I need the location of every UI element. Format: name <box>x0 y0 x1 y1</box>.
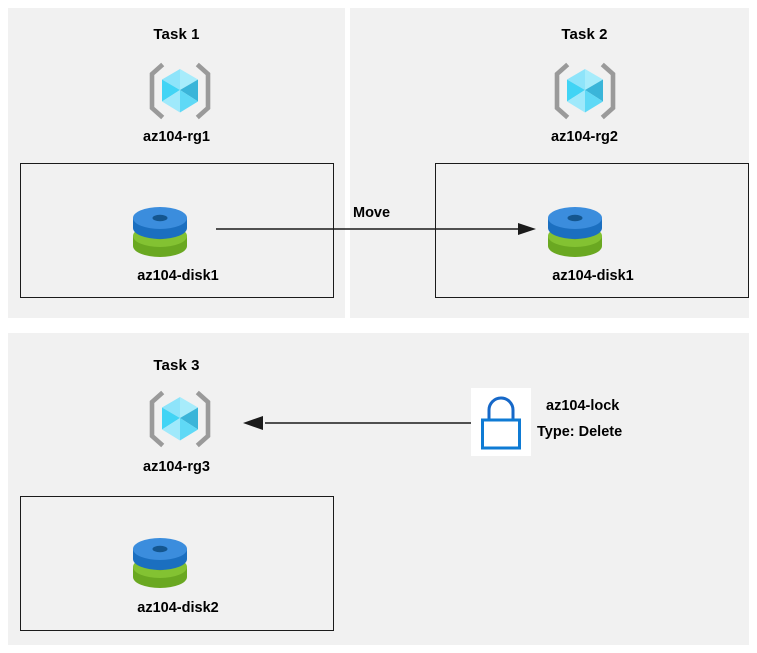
task-3-title: Task 3 <box>153 357 200 374</box>
resource-group-scope-box: az104-disk1 <box>435 163 749 298</box>
lock-applied-arrow <box>243 416 471 430</box>
move-connector-label: Move <box>353 205 391 221</box>
task-2-title: Task 2 <box>561 26 608 43</box>
resource-group-scope-box: az104-disk1 <box>20 163 334 298</box>
resource-label: az104-disk1 <box>552 268 634 284</box>
resource-label: az104-disk2 <box>137 600 219 616</box>
resource-group-icon <box>148 390 212 448</box>
managed-disk-icon <box>128 202 192 264</box>
resource-group-label: az104-rg1 <box>143 129 210 145</box>
panel-task-3: Task 3 az104-rg3 a <box>8 333 749 645</box>
managed-disk-icon <box>543 202 607 264</box>
resource-group-label: az104-rg3 <box>143 459 210 475</box>
lock-name-label: az104-lock <box>546 398 620 414</box>
task-1-title: Task 1 <box>153 26 200 43</box>
resource-label: az104-disk1 <box>137 268 219 284</box>
move-arrow <box>216 222 536 236</box>
resource-group-icon <box>148 62 212 120</box>
lock-type-label: Type: Delete <box>537 424 623 440</box>
lock-icon <box>471 388 531 456</box>
panel-task-2: Task 2 az104-rg2 a <box>350 8 749 318</box>
resource-group-label: az104-rg2 <box>551 129 618 145</box>
managed-disk-icon <box>128 533 192 595</box>
resource-group-scope-box: az104-disk2 <box>20 496 334 631</box>
panel-task-1: Task 1 az104-rg1 <box>8 8 345 318</box>
resource-group-icon <box>553 62 617 120</box>
